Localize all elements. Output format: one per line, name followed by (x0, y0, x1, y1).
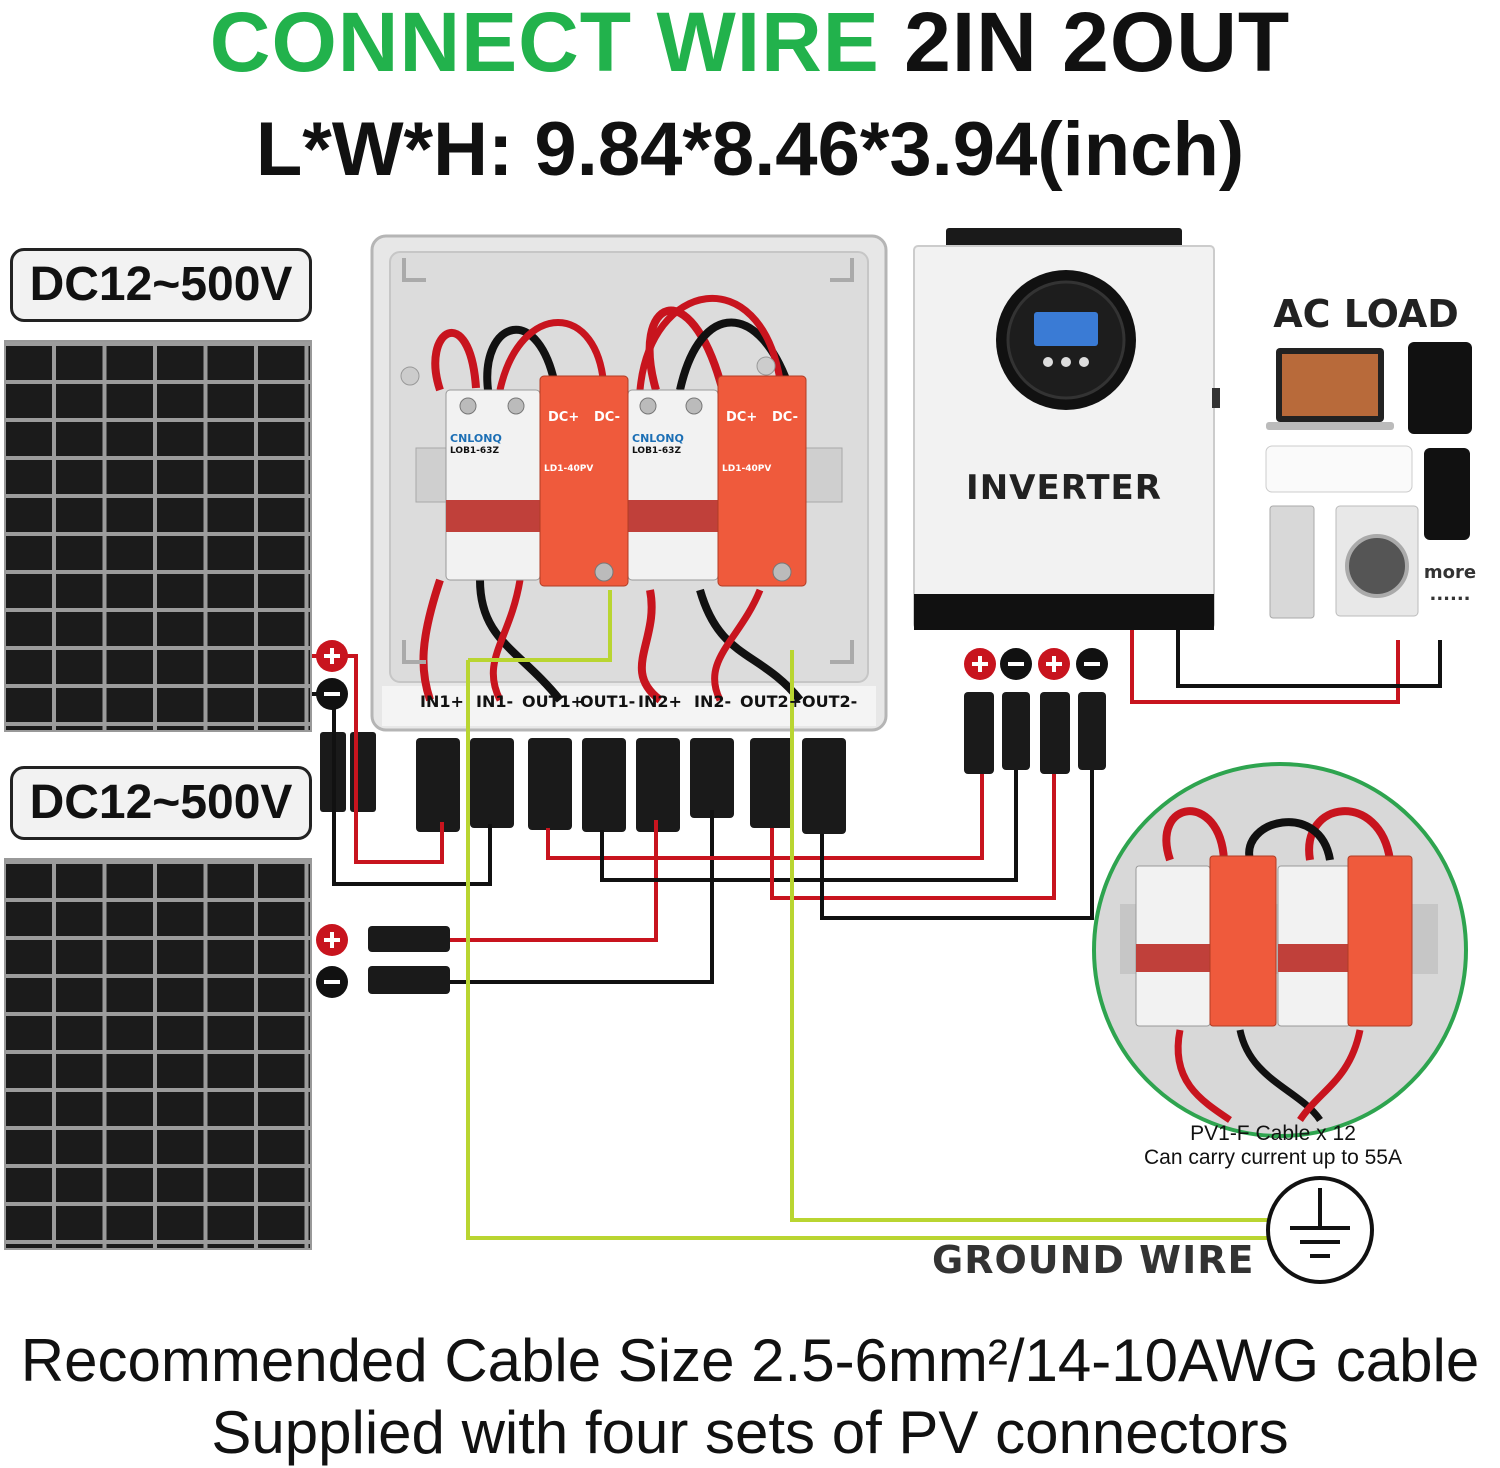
spd2-dc-plus: DC+ (726, 410, 758, 425)
terminal-in1-minus: IN1- (476, 692, 514, 711)
breaker1-brand: CNLONQ (450, 432, 502, 445)
panel1-terminals (312, 640, 492, 886)
ac-load-title: AC LOAD (1273, 292, 1459, 336)
breaker2-model: LOB1-63Z (632, 446, 681, 456)
terminal-out2-minus: OUT2- (802, 692, 858, 711)
box-connectors (416, 738, 846, 834)
ac-load-more-dots: ...... (1429, 584, 1471, 605)
spd1-dc-minus: DC- (594, 410, 621, 425)
panel1-voltage-badge: DC12~500V (10, 248, 312, 322)
spd2-dc-minus: DC- (772, 410, 799, 425)
inverter-label: INVERTER (966, 468, 1162, 508)
ac-load-wires (1130, 630, 1442, 704)
terminal-in2-plus: IN2+ (638, 692, 682, 711)
cable-note-line1: PV1-F Cable x 12 (1190, 1122, 1356, 1145)
title-green: CONNECT WIRE (209, 0, 880, 89)
ground-symbol-icon (1266, 1176, 1374, 1284)
panel2-voltage-badge: DC12~500V (10, 766, 312, 840)
output-wires (546, 768, 1094, 920)
inverter-connectors (964, 692, 1106, 774)
bottom-line-1: Recommended Cable Size 2.5-6mm²/14-10AWG… (20, 1327, 1480, 1394)
inverter-polarity (964, 648, 1108, 680)
terminal-out2-plus: OUT2+ (740, 692, 803, 711)
panel2-terminals (316, 810, 714, 998)
dimensions: L*W*H: 9.84*8.46*3.94(inch) (255, 107, 1245, 192)
terminal-out1-minus: OUT1- (580, 692, 636, 711)
inverter (913, 228, 1220, 630)
zoom-inset (1092, 762, 1468, 1138)
breaker1-model: LOB1-63Z (450, 446, 499, 456)
solar-panel-1 (4, 340, 312, 732)
ac-load-more: more (1423, 562, 1477, 583)
page-title: CONNECT WIRE 2IN 2OUT (0, 0, 1500, 84)
solar-panel-2 (4, 858, 312, 1250)
cable-note-line2: Can carry current up to 55A (1144, 1146, 1402, 1169)
spd1-dc-plus: DC+ (548, 410, 580, 425)
ground-wire-label: GROUND WIRE (932, 1238, 1255, 1282)
spd1-model: LD1-40PV (544, 464, 594, 474)
terminal-in1-plus: IN1+ (420, 692, 464, 711)
breaker2-brand: CNLONQ (632, 432, 684, 445)
terminal-in2-minus: IN2- (694, 692, 732, 711)
terminal-out1-plus: OUT1+ (522, 692, 585, 711)
spd2-model: LD1-40PV (722, 464, 772, 474)
cable-note: PV1-F Cable x 12 Can carry current up to… (1100, 1122, 1446, 1170)
ac-load-appliances (1265, 342, 1472, 619)
bottom-line-2: Supplied with four sets of PV connectors (211, 1399, 1289, 1466)
ground-wires (466, 590, 1268, 1240)
title-black: 2IN 2OUT (904, 0, 1291, 89)
combiner-box (370, 234, 888, 732)
